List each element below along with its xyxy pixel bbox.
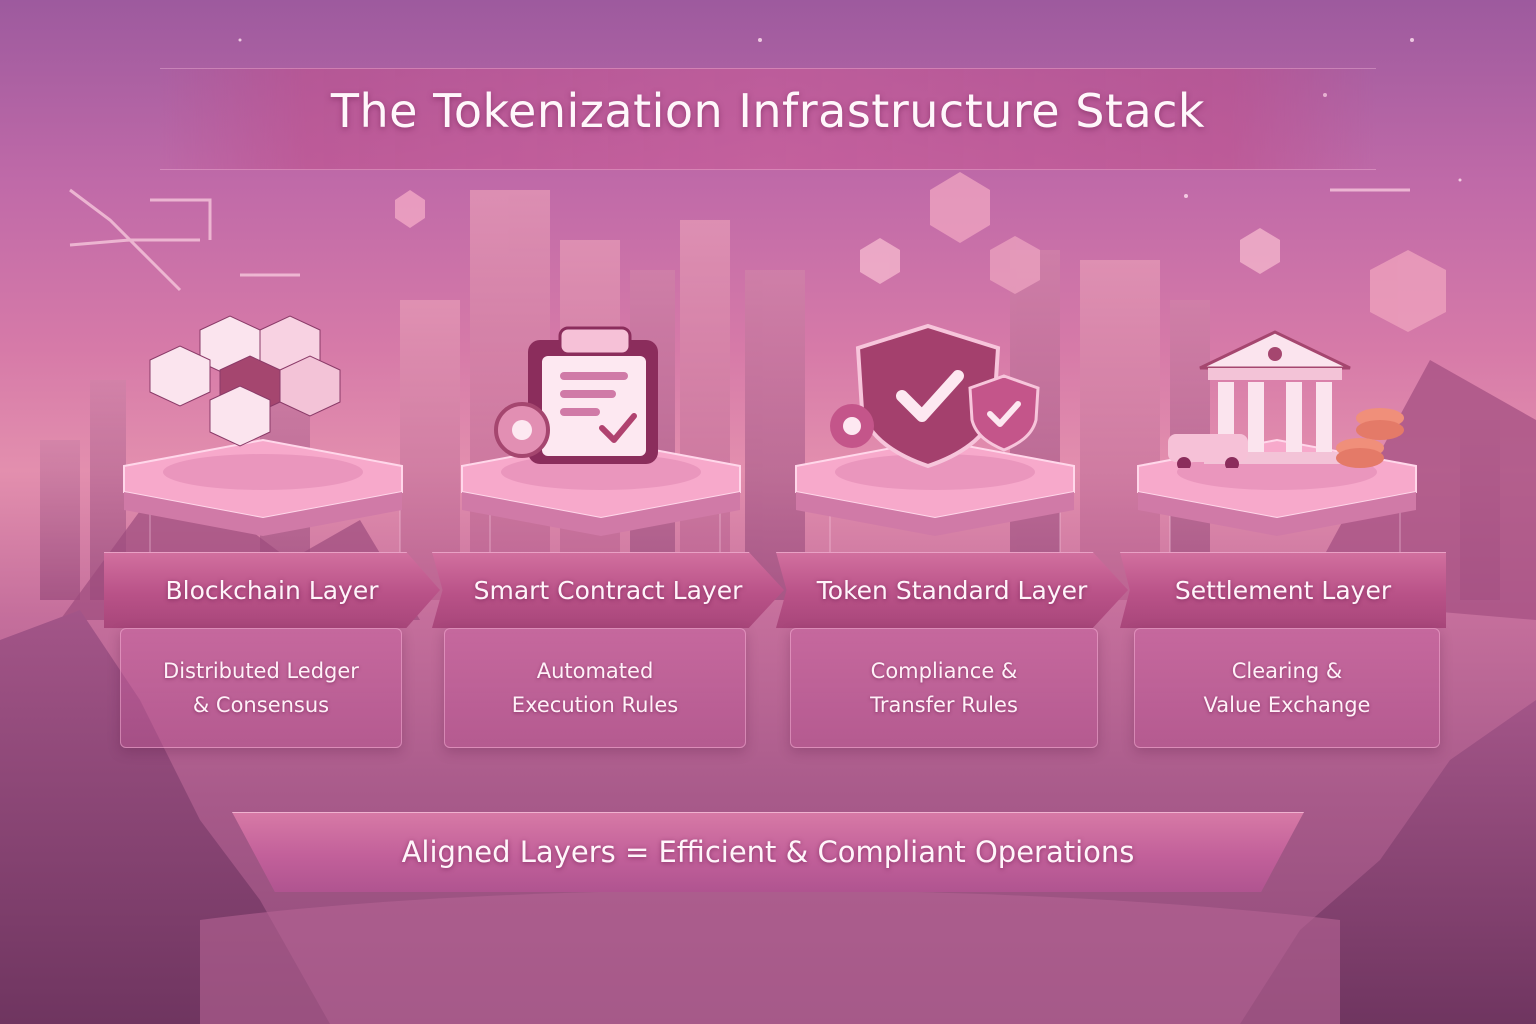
- layer-label-token-standard: Token Standard Layer: [776, 552, 1128, 628]
- desc-line-1: Clearing &: [1231, 659, 1343, 683]
- desc-line-1: Compliance &: [870, 659, 1018, 683]
- blockchain-cubes-icon: [149, 315, 341, 447]
- contract-clipboard-gear-icon: [494, 326, 658, 464]
- layer-label-smart-contract: Smart Contract Layer: [432, 552, 784, 628]
- summary-banner-text: Aligned Layers = Efficient & Compliant O…: [401, 835, 1135, 869]
- title-band: [160, 68, 1376, 170]
- desc-line-1: Distributed Ledger: [163, 659, 359, 683]
- desc-line-1: Automated: [536, 659, 654, 683]
- desc-panel-smart-contract: Automated Execution Rules: [444, 628, 746, 748]
- page-title: The Tokenization Infrastructure Stack: [330, 84, 1206, 138]
- desc-line-2: Execution Rules: [511, 693, 679, 717]
- platform-blockchain: [123, 438, 403, 536]
- layer-label-blockchain: Blockchain Layer: [104, 552, 440, 628]
- desc-line-2: & Consensus: [192, 693, 330, 717]
- desc-panel-settlement: Clearing & Value Exchange: [1134, 628, 1440, 748]
- bank-coins-icon: [1168, 330, 1404, 468]
- layer-label-settlement: Settlement Layer: [1120, 552, 1446, 628]
- platform-token-standard: [795, 438, 1075, 536]
- shield-check-icon: [830, 323, 1040, 468]
- desc-panel-blockchain: Distributed Ledger & Consensus: [120, 628, 402, 748]
- desc-line-2: Value Exchange: [1203, 693, 1371, 717]
- summary-banner: [232, 812, 1304, 892]
- desc-panel-token-standard: Compliance & Transfer Rules: [790, 628, 1098, 748]
- desc-line-2: Transfer Rules: [870, 693, 1018, 717]
